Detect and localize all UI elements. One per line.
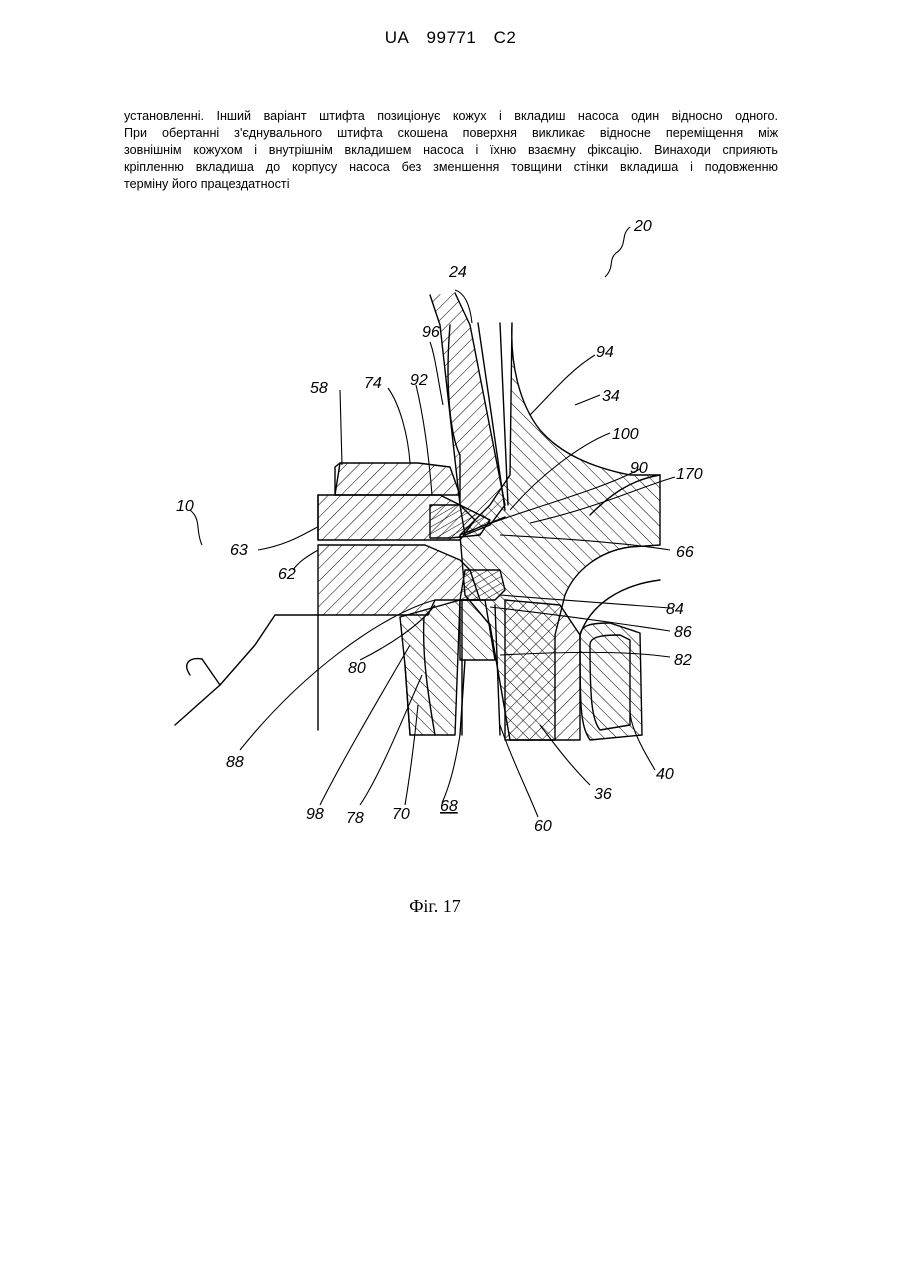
ref-label: 74 (364, 375, 382, 392)
ref-label: 92 (410, 372, 428, 389)
header-number: 99771 (427, 28, 477, 47)
paragraph-line: При обертанні з'єднувального штифта скош… (124, 125, 778, 142)
header-country: UA (385, 28, 410, 47)
paragraph-line: установленні. Інший варіант штифта позиц… (124, 108, 778, 125)
ref-label: 96 (422, 324, 440, 341)
figure-caption: Фіг. 17 (0, 896, 870, 917)
ref-label: 84 (666, 601, 684, 618)
ref-label: 40 (656, 766, 674, 783)
ref-label: 100 (612, 426, 639, 443)
ref-label: 36 (594, 786, 612, 803)
ref-label: 68 (440, 798, 458, 815)
paragraph-line: кріпленню вкладиша до корпусу насоса без… (124, 159, 778, 176)
ref-label: 90 (630, 460, 648, 477)
ref-label: 34 (602, 388, 620, 405)
ref-label: 20 (633, 218, 652, 235)
ref-label: 80 (348, 660, 366, 677)
paragraph-line: зовнішнім кожухом і внутрішнім вкладишем… (124, 142, 778, 159)
ref-label: 24 (448, 264, 467, 281)
header-kind: C2 (494, 28, 517, 47)
ref-label: 170 (676, 466, 703, 483)
description-paragraph: установленні. Інший варіант штифта позиц… (124, 108, 778, 193)
ref-label: 86 (674, 624, 692, 641)
ref-label: 63 (230, 542, 248, 559)
patent-header: UA 99771 C2 (0, 28, 901, 48)
ref-label: 88 (226, 754, 244, 771)
ref-label: 70 (392, 806, 410, 823)
ref-label: 94 (596, 344, 614, 361)
ref-label: 10 (176, 498, 194, 515)
ref-label: 66 (676, 544, 694, 561)
pump-liner-drawing: 20 24 96 94 58 74 92 34 100 90 170 10 63… (160, 205, 720, 845)
patent-figure: 20 24 96 94 58 74 92 34 100 90 170 10 63… (160, 205, 720, 845)
ref-label: 98 (306, 806, 324, 823)
ref-label: 58 (310, 380, 328, 397)
ref-label: 78 (346, 810, 364, 827)
ref-label: 60 (534, 818, 552, 835)
ref-label: 82 (674, 652, 692, 669)
ref-label: 62 (278, 566, 296, 583)
paragraph-line: терміну його працездатності (124, 176, 778, 193)
